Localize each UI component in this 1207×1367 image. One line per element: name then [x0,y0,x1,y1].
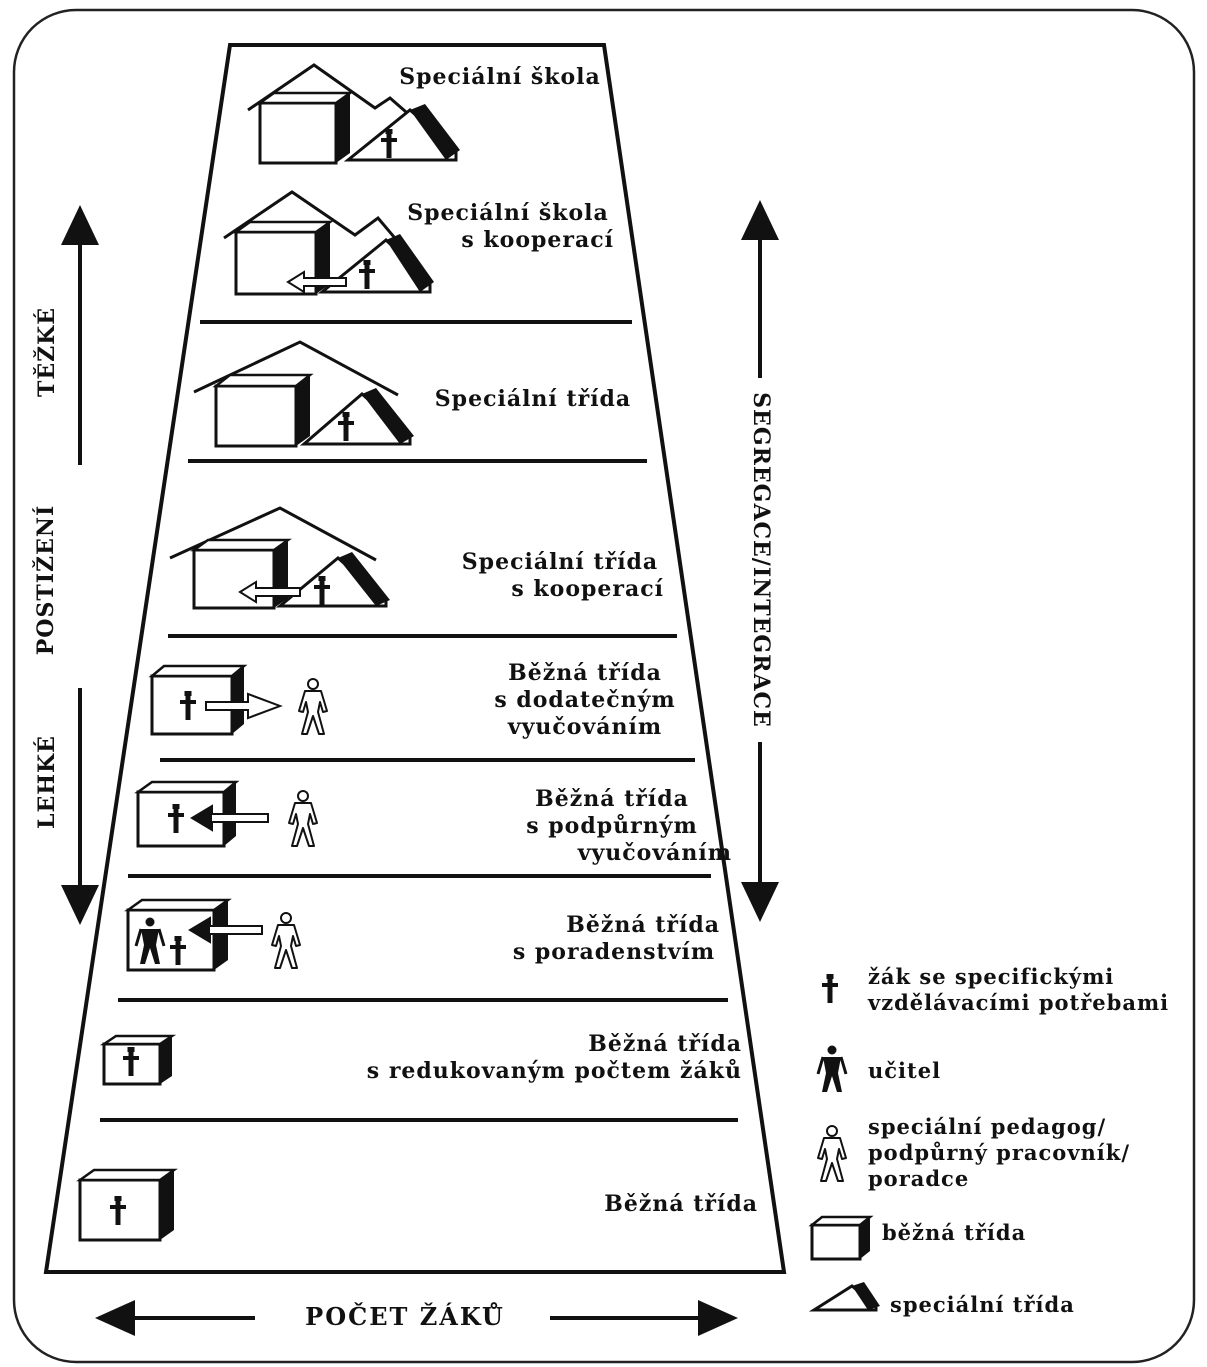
legend-special-class-icon [808,1282,880,1312]
axis-mild-label: LEHKÉ [34,735,60,829]
legend-helper-text: speciální pedagog/ podpůrný pracovník/ p… [868,1114,1130,1191]
level-7-label: Běžná třída s poradenstvím [512,912,720,965]
special-class-cooperation-icon [169,506,390,610]
level-4-label: Speciální třída s kooperací [461,549,664,602]
legend-student-icon [822,974,838,1003]
legend-special-class-text: speciální třída [890,1292,1075,1317]
regular-class-icon [76,1168,178,1242]
legend-regular-class-text: běžná třída [882,1220,1027,1245]
regular-class-additional-teaching-icon [148,664,328,736]
regular-class-counselling-icon [124,898,301,972]
legend-student-text: žák se specifickými vzdělávacími potřeba… [868,964,1170,1015]
left-arrow-down [61,688,99,925]
special-school-cooperation-icon [223,190,434,296]
level-1-label: Speciální škola [399,64,601,90]
level-5-label: Běžná třída s dodatečným vyučováním [494,660,676,740]
axis-severe-label: TĚŽKÉ [34,306,60,398]
axis-student-count-label: POČET ŽÁKŮ [305,1302,505,1331]
level-8-label: Běžná třída s redukovaným počtem žáků [366,1031,742,1084]
axis-disability-label: POSTIŽENÍ [33,504,59,656]
special-school-icon [247,63,460,165]
special-class-icon [193,340,414,448]
right-arrow-down [741,742,779,922]
regular-class-reduced-icon [99,1034,177,1086]
left-arrow-up [61,205,99,465]
legend-teacher-icon [816,1044,848,1094]
level-9-label: Běžná třída [604,1191,758,1217]
level-separators [100,320,738,1122]
legend-helper-icon [817,1125,847,1182]
bottom-arrow-right [550,1300,738,1336]
level-2-label: Speciální škola s kooperací [407,200,614,253]
outer-frame [12,8,1196,1364]
regular-class-support-teaching-icon [134,780,318,848]
legend-teacher-text: učitel [868,1058,942,1083]
bottom-arrow-left [95,1300,255,1336]
legend-regular-class-icon [808,1215,874,1261]
axis-segregation-integration-label: SEGREGACE/INTEGRACE [748,392,774,728]
level-3-label: Speciální třída [434,386,632,412]
pyramid-outline [43,43,787,1274]
level-6-label: Běžná třída s podpůrným vyučováním [526,786,732,866]
right-arrow-up [741,200,779,378]
